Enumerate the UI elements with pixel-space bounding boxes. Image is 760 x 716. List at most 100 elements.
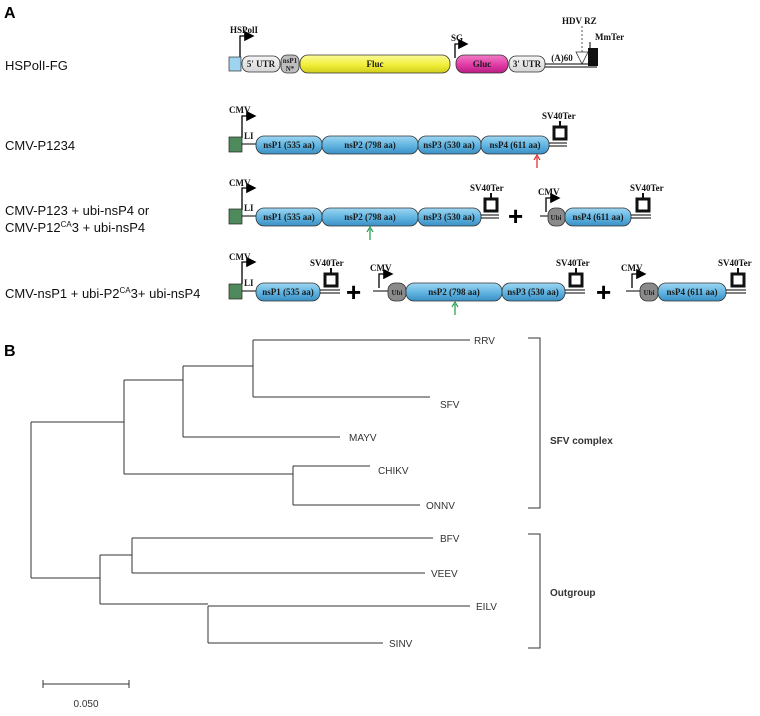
promoter-box	[228, 56, 242, 72]
plus-sign: +	[508, 201, 523, 231]
hdv-ribozyme-icon	[575, 51, 589, 65]
nsp1n-box	[280, 54, 300, 74]
promoter2-arrow	[545, 192, 561, 212]
taxon-label: SFV	[440, 400, 460, 411]
phylogenetic-tree: RRV SFV MAYV CHIKV ONNV BFV VEEV EILV SI…	[30, 336, 613, 710]
terminator2-label: SV40Ter	[630, 183, 664, 193]
terminator3-icon	[730, 272, 746, 288]
panel-b-letter: B	[4, 343, 16, 360]
scale-bar-label: 0.050	[73, 699, 98, 710]
polya-label: (A)60	[551, 53, 573, 63]
gluc-label: Gluc	[473, 59, 492, 69]
construct-cmv-nsp1: CMV-nsP1 + ubi-P2CA3+ ubi-nsP4 CMV LI ns…	[5, 252, 752, 315]
terminator-icon	[552, 125, 568, 141]
promoter-label: CMV	[229, 178, 251, 188]
utr5-box	[241, 55, 281, 73]
utr3-label: 3' UTR	[513, 59, 542, 69]
nsp1n-label-top: nsP1	[283, 57, 298, 65]
taxon-label: CHIKV	[378, 466, 409, 477]
fluc-box	[299, 54, 451, 74]
taxon-label: VEEV	[431, 569, 458, 580]
ubi-label-3: Ubi	[644, 289, 655, 297]
plus-sign-1: +	[346, 277, 361, 307]
nsp4-label: nsP4 (611 aa)	[489, 140, 540, 150]
terminator2-icon	[568, 272, 584, 288]
fluc-label: Fluc	[367, 59, 384, 69]
nsp3-label: nsP3 (530 aa)	[423, 212, 475, 222]
promoter-label: HSPolI	[230, 25, 259, 35]
nsp1-segment	[255, 282, 321, 302]
ubi-label: Ubi	[392, 289, 403, 297]
promoter2-label: CMV	[370, 263, 392, 273]
taxon-label: EILV	[476, 602, 497, 613]
taxon-label: SINV	[389, 639, 413, 650]
nsp4-label: nsP4 (611 aa)	[666, 287, 717, 297]
nsp3-label: nsP3 (530 aa)	[507, 287, 559, 297]
outgroup-bracket	[528, 533, 541, 649]
terminator-label: SV40Ter	[470, 183, 504, 193]
promoter-arrow	[241, 110, 257, 138]
nsp4-segment	[564, 207, 632, 227]
nsp1-label: nsP1 (535 aa)	[263, 140, 315, 150]
promoter3-label: CMV	[621, 263, 643, 273]
taxon-label: ONNV	[426, 501, 455, 512]
construct-cmv-p123: CMV-P123 + ubi-nsP4 or CMV-P12CA3 + ubi-…	[5, 178, 664, 240]
panel-a-letter: A	[4, 5, 16, 22]
nsp3-segment	[417, 207, 482, 227]
mmter-label: MmTer	[595, 32, 624, 42]
nsp4-label: nsP4 (611 aa)	[572, 212, 623, 222]
terminator-label: SV40Ter	[310, 258, 344, 268]
construct-hspoli-fg: HSPolI-FG HSPolI 5' UTR nsP1 N* Fluc SG …	[5, 16, 624, 74]
terminator-icon	[323, 272, 339, 288]
terminator2-label: SV40Ter	[556, 258, 590, 268]
sg-arrow	[454, 38, 469, 58]
nsp4-segment	[657, 282, 727, 302]
construct-label-line1: CMV-P123 + ubi-nsP4 or	[5, 203, 150, 218]
nsp1n-label-bottom: N*	[286, 65, 295, 73]
scale-bar	[42, 680, 130, 688]
construct-cmv-p1234: CMV-P1234 CMV LI nsP1 (535 aa) nsP2 (798…	[5, 105, 576, 168]
promoter-label: CMV	[229, 105, 251, 115]
nsp3-label: nsP3 (530 aa)	[423, 140, 475, 150]
taxon-label: RRV	[474, 336, 495, 347]
terminator-label: SV40Ter	[542, 111, 576, 121]
utr5-label: 5' UTR	[247, 59, 276, 69]
promoter2-label: CMV	[538, 187, 560, 197]
taxon-label: MAYV	[349, 433, 377, 444]
nsp2-label: nsP2 (798 aa)	[344, 212, 396, 222]
promoter2-arrow	[378, 268, 394, 288]
promoter-box	[228, 136, 243, 153]
terminator3-label: SV40Ter	[718, 258, 752, 268]
taxon-label: BFV	[440, 534, 460, 545]
construct-label: CMV-P1234	[5, 138, 75, 153]
promoter-arrow	[241, 256, 257, 284]
nsp1-label: nsP1 (535 aa)	[263, 212, 315, 222]
hdv-label: HDV RZ	[562, 16, 597, 26]
nsp2-label: nsP2 (798 aa)	[344, 140, 396, 150]
sg-label: SG	[451, 33, 463, 43]
gluc-box	[455, 54, 509, 74]
nsp4-segment	[480, 135, 550, 155]
terminator2-icon	[635, 197, 651, 213]
li-label: LI	[244, 203, 254, 213]
promoter-arrow	[239, 30, 255, 58]
plus-sign-2: +	[596, 277, 611, 307]
sfv-complex-bracket	[528, 337, 541, 509]
nsp1-label: nsP1 (535 aa)	[262, 287, 314, 297]
nsp2-label: nsP2 (798 aa)	[428, 287, 480, 297]
ubi-label: Ubi	[551, 214, 562, 222]
nsp3-segment	[501, 282, 566, 302]
group-label-sfv-complex: SFV complex	[550, 436, 613, 447]
promoter3-arrow	[631, 268, 647, 288]
promoter-box	[228, 283, 243, 300]
terminator-icon	[483, 197, 499, 213]
mmter-box	[588, 48, 598, 66]
promoter-box	[228, 208, 243, 225]
li-label: LI	[244, 278, 254, 288]
construct-label: HSPolI-FG	[5, 58, 68, 73]
li-label: LI	[244, 131, 254, 141]
group-label-outgroup: Outgroup	[550, 588, 596, 599]
construct-label-line2: CMV-P12CA3 + ubi-nsP4	[5, 220, 145, 235]
construct-label: CMV-nsP1 + ubi-P2CA3+ ubi-nsP4	[5, 286, 200, 301]
promoter-label: CMV	[229, 252, 251, 262]
